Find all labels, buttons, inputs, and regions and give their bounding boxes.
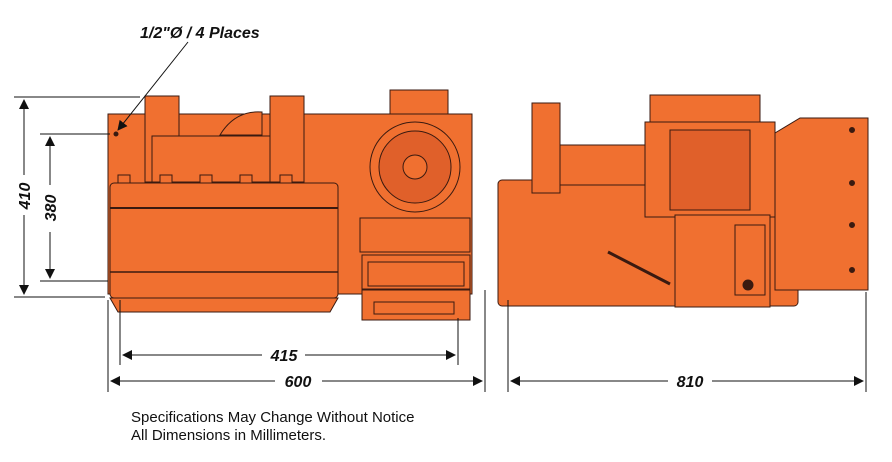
note-specifications: Specifications May Change Without Notice xyxy=(131,409,415,426)
dim-height-mount: 380 xyxy=(43,195,60,222)
mount-hole-callout: 1/2"Ø / 4 Places xyxy=(140,25,260,42)
dim-width-mount: 415 xyxy=(270,348,299,365)
mount-hole xyxy=(113,131,119,137)
front-pillar-right xyxy=(269,95,305,183)
side-end-plate xyxy=(774,117,869,291)
front-oil-tank xyxy=(109,182,339,299)
side-terminal-box xyxy=(649,94,761,126)
dim-depth-overall: 810 xyxy=(677,374,704,391)
dimension-lines xyxy=(14,41,867,392)
side-post xyxy=(531,102,561,194)
front-terminal-box xyxy=(389,89,449,115)
dim-width-overall: 600 xyxy=(285,374,312,391)
side-view xyxy=(497,94,869,308)
front-view xyxy=(107,89,473,321)
dim-height-overall: 410 xyxy=(17,183,34,211)
note-units: All Dimensions in Millimeters. xyxy=(131,427,327,444)
front-pipe xyxy=(219,111,263,136)
